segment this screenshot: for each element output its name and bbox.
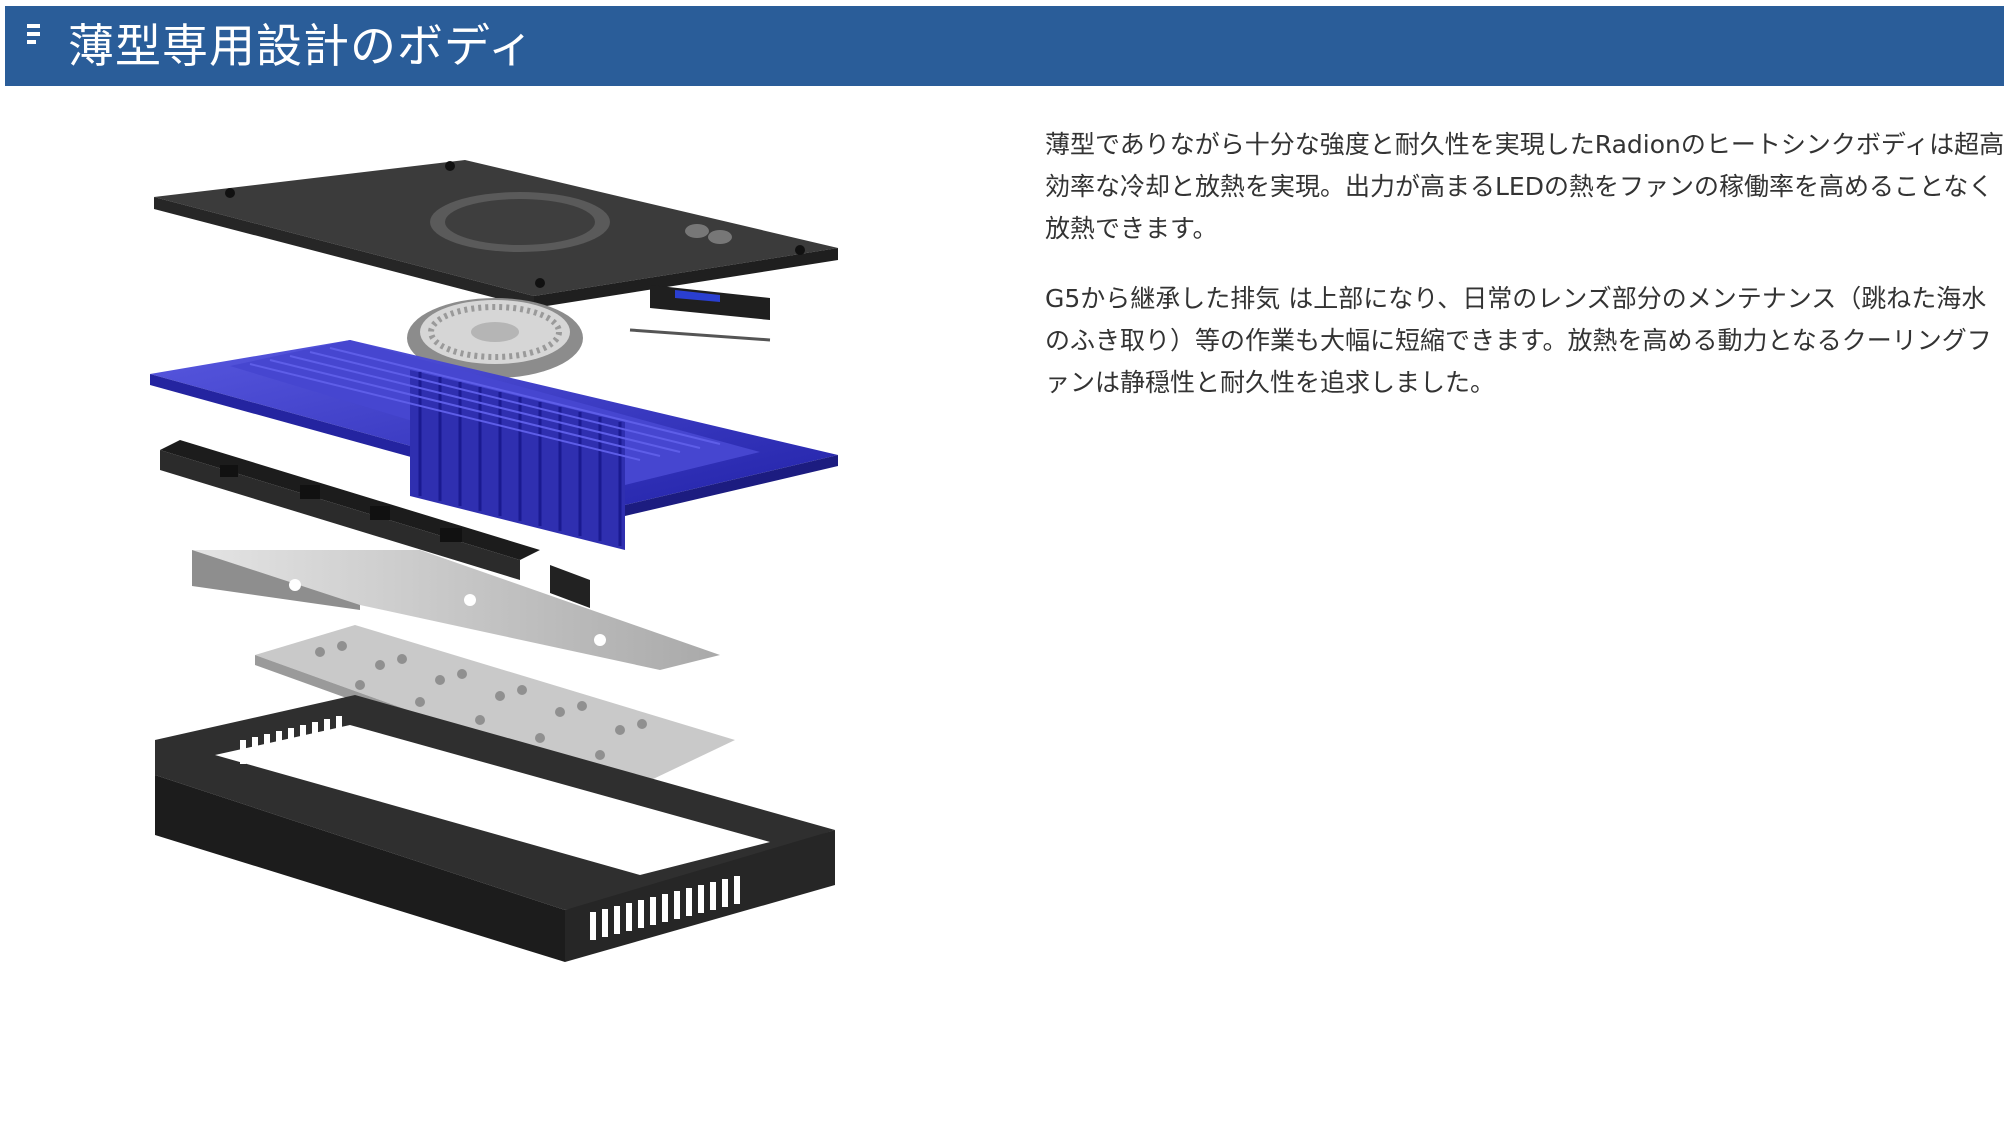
description-text: 薄型でありながら十分な強度と耐久性を実現したRadionのヒートシンクボディは超… [1045,124,2005,432]
top-cover-plate [154,160,838,308]
description-paragraph-1: 薄型でありながら十分な強度と耐久性を実現したRadionのヒートシンクボディは超… [1045,130,2005,243]
cooling-fan [407,298,583,378]
reflector-plate [192,550,720,670]
list-icon [27,24,40,44]
bottom-frame [155,695,835,962]
section-header: 薄型専用設計のボディ [5,6,2004,86]
description-paragraph-2: G5から継承した排気 は上部になり、日常のレンズ部分のメンテナンス（跳ねた海水の… [1045,284,1992,397]
circuit-board [160,440,590,608]
blue-heatsink [150,340,838,550]
heatsink-exploded-illustration [150,160,838,962]
section-title: 薄型専用設計のボディ [68,19,535,73]
control-module [629,285,771,342]
